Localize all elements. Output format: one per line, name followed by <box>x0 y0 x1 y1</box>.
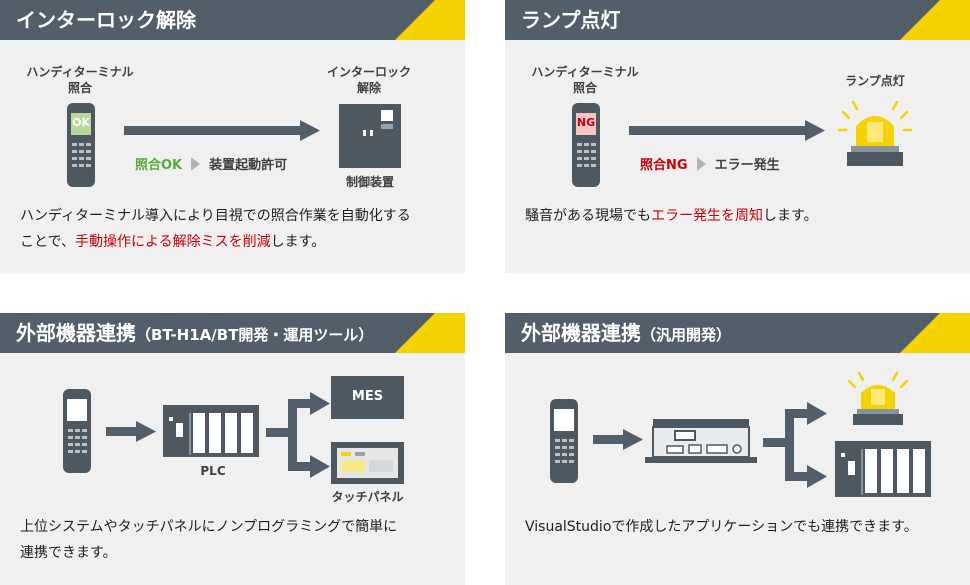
warning-lamp-icon <box>847 371 909 425</box>
panel-external-general: 外部機器連携（汎用開発） <box>505 313 970 585</box>
header-accent <box>395 0 465 40</box>
plc-icon <box>835 441 931 497</box>
handy-terminal-icon <box>572 103 600 187</box>
control-device-icon <box>339 104 401 168</box>
arrow-right-icon <box>124 120 320 141</box>
handy-terminal-icon <box>67 103 95 187</box>
touch-panel-icon <box>331 442 404 484</box>
arrow-right-icon <box>593 429 643 450</box>
warning-lamp-icon <box>837 100 913 166</box>
arrow-right-icon <box>106 421 156 442</box>
panel-external-bt: 外部機器連携（BT-H1A/BT開発・運用ツール） PLC MES <box>0 313 465 585</box>
arrow-right-icon <box>629 120 825 141</box>
plc-icon <box>163 405 259 457</box>
flow-arrow-icon <box>191 157 201 171</box>
lamp-description: 騒音がある現場でもエラー発生を周知します。 <box>525 208 818 224</box>
external-general-description: VisualStudioで作成したアプリケーションでも連携できます。 <box>525 519 918 535</box>
header-accent <box>900 0 970 40</box>
handy-terminal-icon <box>550 399 578 483</box>
panel-title: 外部機器連携（BT-H1A/BT開発・運用ツール） <box>0 313 465 353</box>
touch-panel-label: タッチパネル <box>331 490 404 504</box>
handy-screen-ng: NG <box>576 116 596 129</box>
gateway-device-icon <box>645 419 757 463</box>
interlock-description: ハンディターミナル導入により目視での照合作業を自動化する ことで、手動操作による… <box>20 208 411 250</box>
header-accent <box>900 313 970 353</box>
panel-title: インターロック解除 <box>0 0 465 40</box>
header-accent <box>395 313 465 353</box>
panel-title: ランプ点灯 <box>505 0 970 40</box>
mes-box-icon <box>331 376 404 419</box>
handy-label: ハンディターミナル照合 <box>531 65 639 95</box>
mes-label: MES <box>351 389 384 404</box>
handy-terminal-icon <box>63 389 91 473</box>
interlock-label: インターロック解除 <box>326 65 411 95</box>
flow-arrow-icon <box>696 157 706 171</box>
device-label: 制御装置 <box>345 175 394 189</box>
branch-arrow-icon <box>266 392 330 478</box>
lamp-label: ランプ点灯 <box>845 74 905 88</box>
branch-arrow-icon <box>763 402 827 488</box>
external-bt-description: 上位システムやタッチパネルにノンプログラミングで簡単に連携できます。 <box>20 519 398 561</box>
handy-screen-ok: OK <box>72 116 90 129</box>
plc-label: PLC <box>200 464 226 478</box>
panel-title: 外部機器連携（汎用開発） <box>505 313 970 353</box>
handy-label: ハンディターミナル照合 <box>26 65 134 95</box>
